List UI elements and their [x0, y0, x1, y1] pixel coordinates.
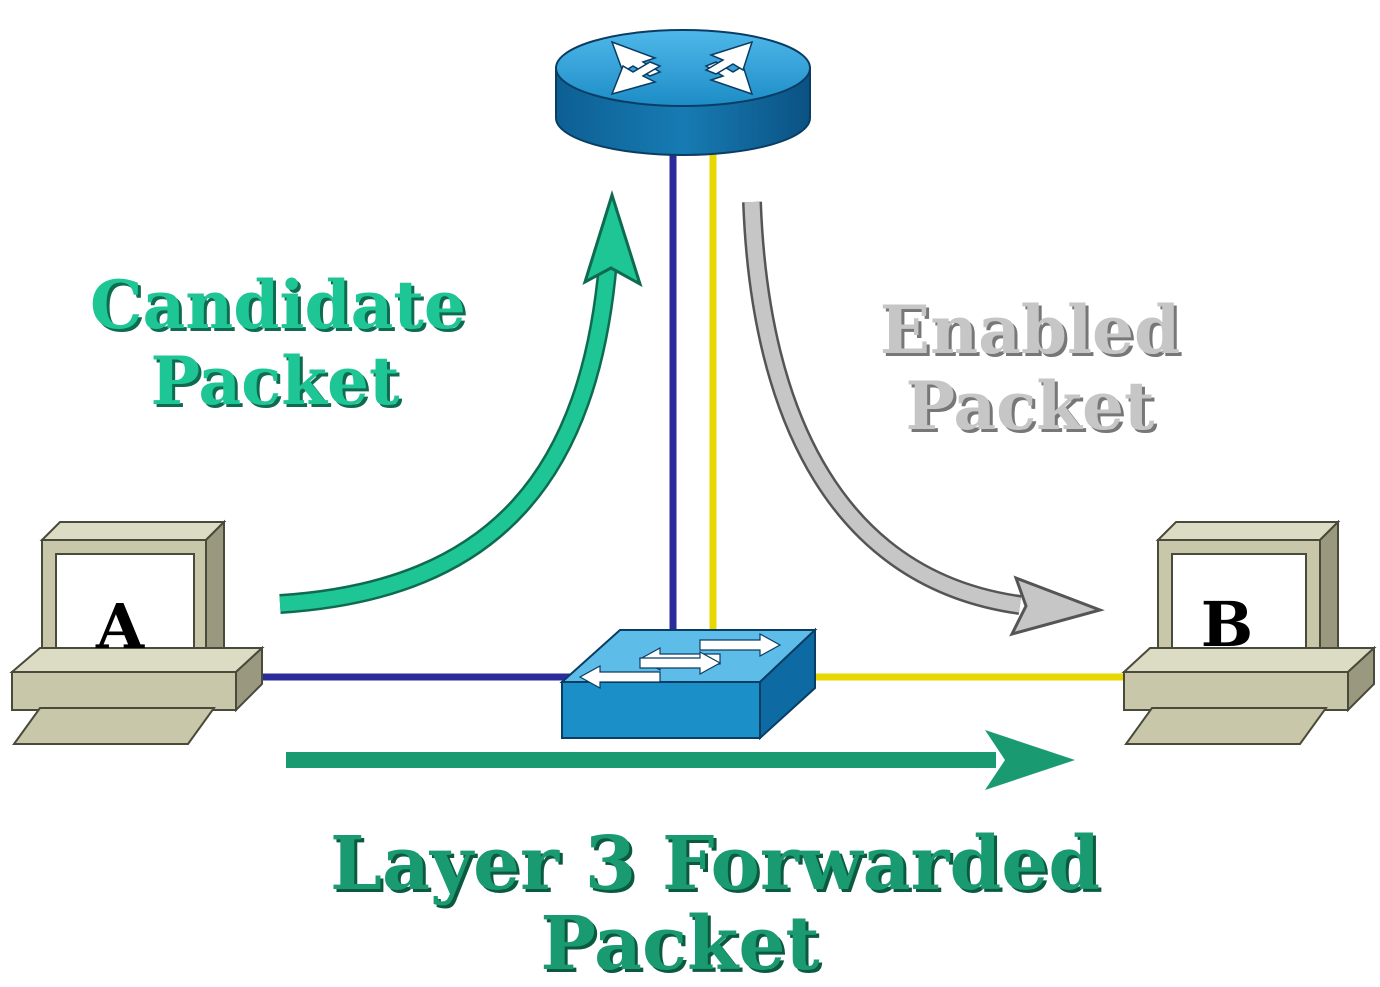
enabled-label-line1: Enabled	[879, 291, 1181, 369]
router-icon	[555, 29, 811, 156]
pc-b	[1121, 519, 1377, 745]
switch-icon	[559, 627, 818, 741]
enabled-label-line2: Packet	[905, 366, 1155, 445]
host-a-label: A	[95, 590, 145, 663]
forwarded-packet-label: Layer 3 Forwarded Packet	[330, 821, 1101, 987]
enabled-packet-arrow	[742, 201, 1105, 637]
pc-a	[9, 519, 265, 745]
enabled-packet-label: Enabled Packet	[860, 291, 1200, 445]
candidate-packet-label: Candidate Packet	[90, 266, 466, 420]
pc-icon	[9, 519, 265, 745]
forwarded-label-line1: Layer 3 Forwarded	[330, 821, 1101, 907]
candidate-packet-arrow	[279, 189, 643, 614]
pc-icon	[1121, 519, 1377, 745]
candidate-label-line1: Candidate	[90, 266, 466, 344]
forwarded-label-line2: Packet	[540, 900, 820, 987]
host-b-label: B	[1200, 588, 1254, 661]
forwarded-packet-arrow	[286, 730, 1075, 790]
links	[262, 150, 1125, 681]
candidate-label-line2: Packet	[150, 341, 400, 420]
